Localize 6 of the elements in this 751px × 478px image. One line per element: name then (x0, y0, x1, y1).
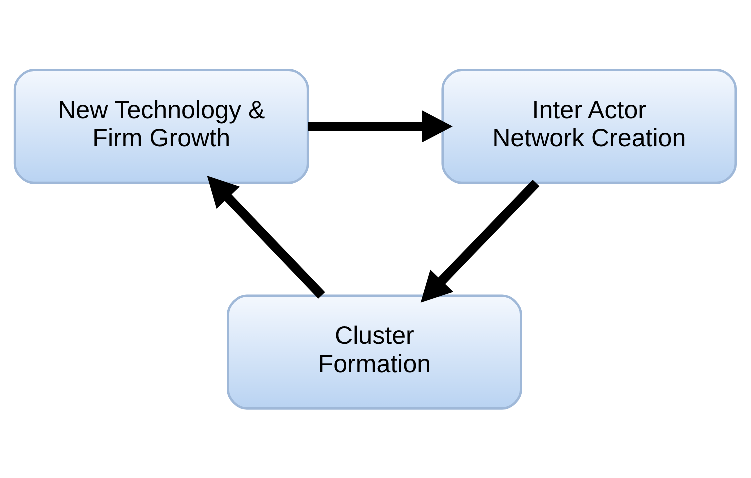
arrow (420, 179, 540, 302)
arrow (207, 175, 326, 298)
arrow (308, 110, 453, 142)
node-box: Cluster Formation (227, 294, 522, 410)
node-box: Inter Actor Network Creation (442, 68, 738, 184)
node-box: New Technology & Firm Growth (14, 68, 310, 184)
